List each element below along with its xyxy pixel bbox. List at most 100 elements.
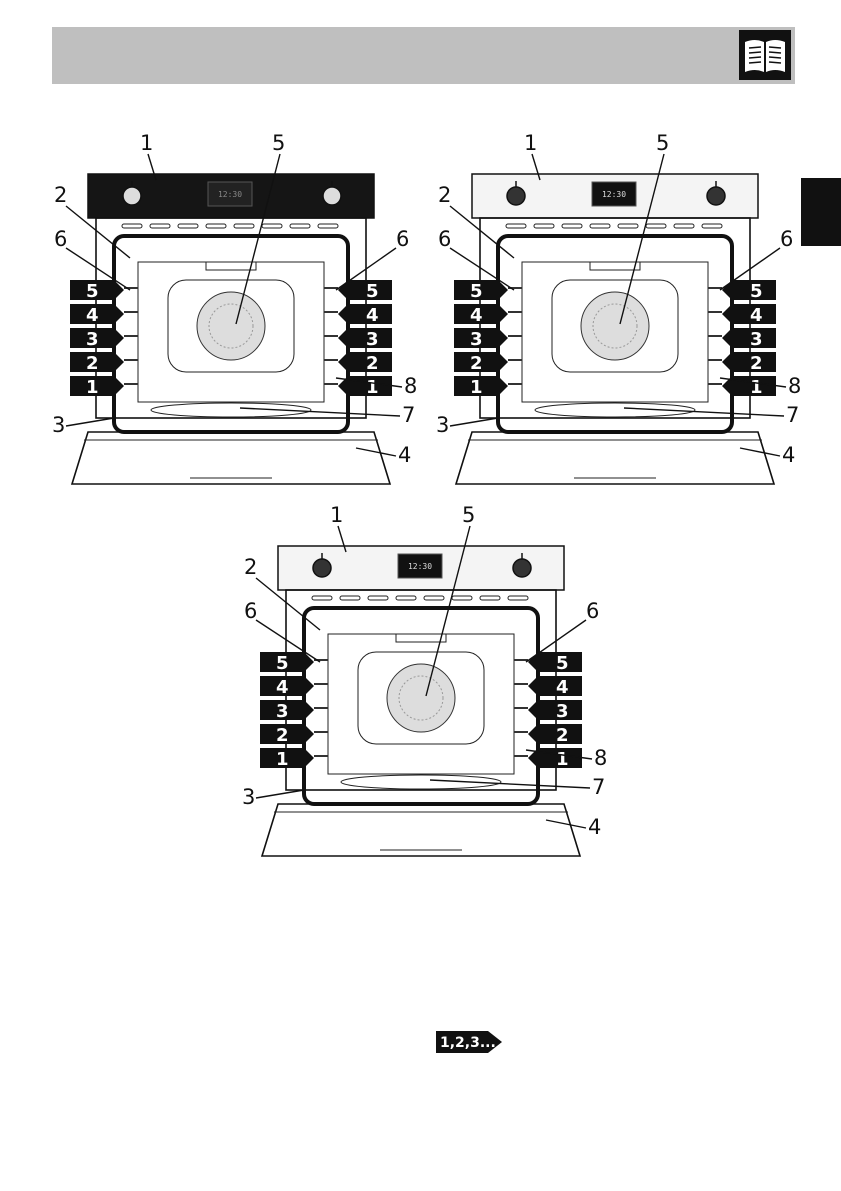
leader-line: [430, 780, 590, 788]
vent-slot: [702, 224, 722, 228]
shelf-number-left: 2: [276, 725, 289, 746]
callout-number: 4: [782, 443, 795, 467]
knob-icon: [323, 187, 341, 205]
vent-slot: [562, 224, 582, 228]
oven-light: [396, 634, 446, 642]
shelf-number-left: 3: [470, 329, 483, 350]
knob-icon: [707, 187, 725, 205]
callout-number: 7: [402, 403, 415, 427]
sequence-badge-label: 1,2,3...: [440, 1035, 496, 1051]
shelf-badge-right: [722, 328, 776, 348]
leader-line: [740, 448, 780, 456]
shelf-number-right: 1: [556, 749, 569, 770]
shelf-number-left: 4: [86, 305, 99, 326]
callout-number: 6: [586, 599, 599, 623]
shelf-number-left: 3: [86, 329, 99, 350]
shelf-badge-right: [528, 676, 582, 696]
shelf-number-left: 5: [86, 281, 99, 302]
callout-number: 7: [592, 775, 605, 799]
shelf-number-left: 3: [276, 701, 289, 722]
shelf-number-right: 4: [750, 305, 763, 326]
vent-slot: [150, 224, 170, 228]
vent-slot: [234, 224, 254, 228]
vent-slot: [396, 596, 416, 600]
vent-slot: [340, 596, 360, 600]
callout-number: 5: [656, 131, 669, 155]
vent-slot: [206, 224, 226, 228]
callout-number: 1: [140, 131, 153, 155]
manual-book-icon: [739, 30, 791, 80]
knob-icon: [313, 559, 331, 577]
leader-line: [546, 820, 586, 828]
callout-number: 6: [438, 227, 451, 251]
shelf-number-left: 5: [470, 281, 483, 302]
vent-slot: [178, 224, 198, 228]
vent-slot: [618, 224, 638, 228]
callout-number: 6: [780, 227, 793, 251]
callout-number: 6: [396, 227, 409, 251]
language-tab: [801, 178, 841, 246]
shelf-number-right: 5: [366, 281, 379, 302]
callout-number: 1: [330, 503, 343, 527]
vent-slot: [368, 596, 388, 600]
vent-slot: [590, 224, 610, 228]
fan-grille: [581, 292, 649, 360]
shelf-badge-right: [338, 352, 392, 372]
vent-slot: [312, 596, 332, 600]
shelf-number-left: 2: [470, 353, 483, 374]
shelf-number-left: 2: [86, 353, 99, 374]
shelf-number-right: 1: [750, 377, 763, 398]
shelf-number-right: 4: [556, 677, 569, 698]
knob-icon: [507, 187, 525, 205]
shelf-badge-right: [722, 352, 776, 372]
shelf-number-right: 1: [366, 377, 379, 398]
callout-number: 7: [786, 403, 799, 427]
callout-number: 4: [588, 815, 601, 839]
callout-number: 2: [438, 183, 451, 207]
callout-number: 3: [242, 785, 255, 809]
callout-number: 8: [788, 374, 801, 398]
vent-slot: [318, 224, 338, 228]
shelf-badge-right: [338, 304, 392, 324]
knob-icon: [513, 559, 531, 577]
callout-number: 1: [524, 131, 537, 155]
vent-slot: [262, 224, 282, 228]
shelf-number-left: 4: [276, 677, 289, 698]
callout-number: 6: [244, 599, 257, 623]
display-time: 12:30: [602, 190, 626, 199]
shelf-number-left: 5: [276, 653, 289, 674]
shelf-number-left: 4: [470, 305, 483, 326]
vent-slot: [646, 224, 666, 228]
callout-number: 2: [244, 555, 257, 579]
callout-number: 5: [272, 131, 285, 155]
shelf-badge-right: [722, 304, 776, 324]
fan-grille: [197, 292, 265, 360]
vent-slot: [674, 224, 694, 228]
callout-number: 6: [54, 227, 67, 251]
shelf-number-left: 1: [86, 377, 99, 398]
shelf-number-right: 2: [556, 725, 569, 746]
oven-light: [590, 262, 640, 270]
shelf-number-left: 1: [276, 749, 289, 770]
callout-number: 2: [54, 183, 67, 207]
shelf-number-right: 3: [750, 329, 763, 350]
callout-number: 5: [462, 503, 475, 527]
leader-line: [356, 448, 396, 456]
callout-number: 8: [594, 746, 607, 770]
shelf-number-right: 2: [750, 353, 763, 374]
vent-slot: [290, 224, 310, 228]
oven-light: [206, 262, 256, 270]
fan-grille: [387, 664, 455, 732]
leader-line: [624, 408, 784, 416]
callout-number: 3: [436, 413, 449, 437]
shelf-badge-right: [528, 700, 582, 720]
vent-slot: [480, 596, 500, 600]
vent-slot: [122, 224, 142, 228]
display-time: 12:30: [408, 562, 432, 571]
leader-line: [240, 408, 400, 416]
vent-slot: [506, 224, 526, 228]
shelf-number-right: 5: [750, 281, 763, 302]
shelf-number-right: 5: [556, 653, 569, 674]
header-band: [52, 27, 795, 84]
